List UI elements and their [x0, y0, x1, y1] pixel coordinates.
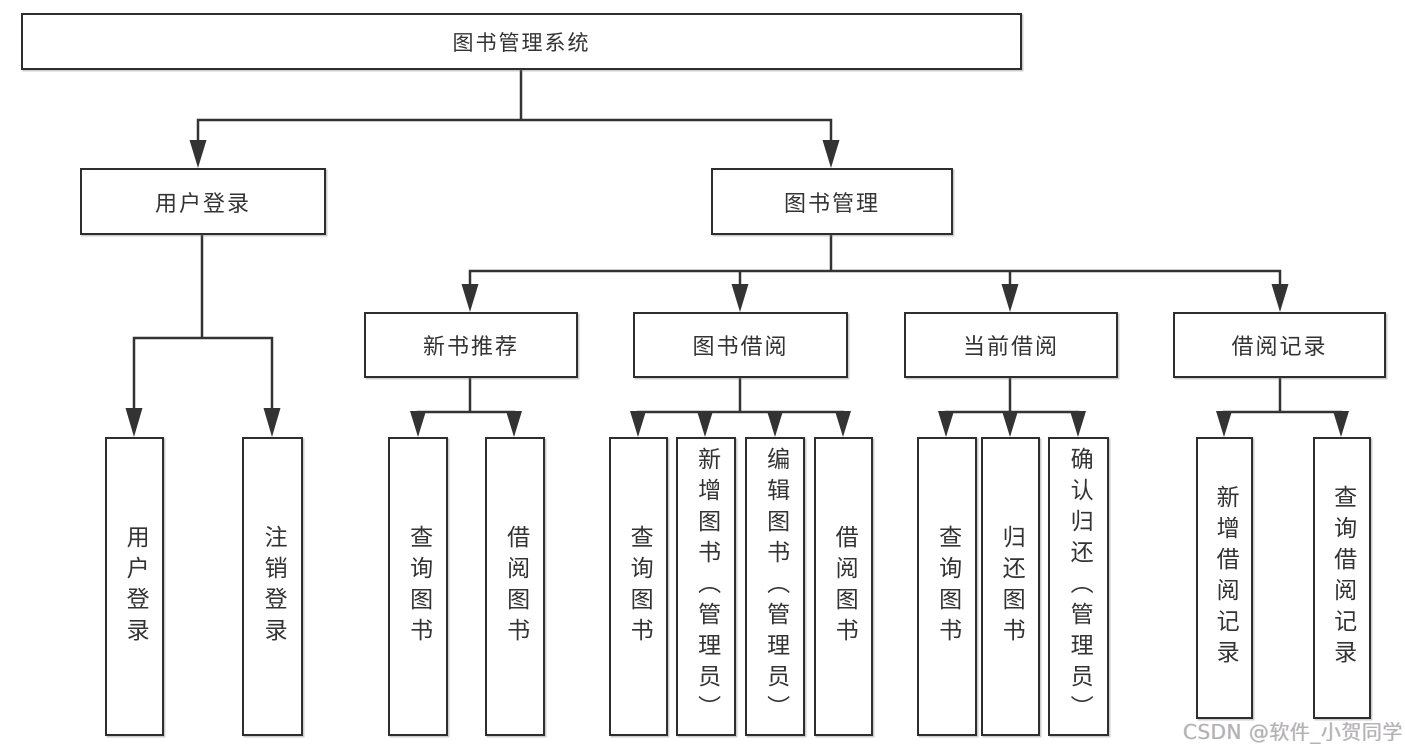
leaf-return-book: 归还图书 — [981, 437, 1040, 736]
node-current-borrow-label: 当前借阅 — [962, 335, 1059, 360]
leaf-query-books-recommend: 查询图书 — [388, 437, 448, 736]
leaf-query-books-current-label: 查询图书 — [934, 524, 961, 649]
leaf-borrow-books: 借阅图书 — [814, 437, 873, 736]
leaf-query-borrow-record: 查询借阅记录 — [1313, 437, 1371, 719]
leaf-add-borrow-record: 新增借阅记录 — [1196, 437, 1253, 719]
leaf-return-book-label: 归还图书 — [998, 524, 1025, 649]
leaf-borrow-books-label: 借阅图书 — [831, 524, 858, 649]
node-book-management: 图书管理 — [711, 168, 953, 235]
leaf-edit-book-admin-label: 编辑图书（管理员） — [762, 447, 789, 726]
node-book-borrow: 图书借阅 — [633, 312, 848, 378]
node-current-borrow: 当前借阅 — [904, 312, 1118, 378]
node-root: 图书管理系统 — [21, 13, 1022, 70]
node-book-borrow-label: 图书借阅 — [692, 335, 789, 360]
node-user-login-label: 用户登录 — [154, 191, 251, 217]
node-borrow-records: 借阅记录 — [1173, 312, 1386, 378]
leaf-confirm-return-admin: 确认归还（管理员） — [1048, 437, 1109, 736]
leaf-query-books-recommend-label: 查询图书 — [405, 524, 432, 649]
leaf-logout: 注销登录 — [242, 437, 303, 736]
leaf-query-books-current: 查询图书 — [917, 437, 977, 736]
node-new-book-recommend-label: 新书推荐 — [422, 335, 519, 360]
leaf-logout-label: 注销登录 — [260, 524, 287, 649]
leaf-add-book-admin: 新增图书（管理员） — [676, 437, 736, 736]
leaf-query-books-borrow-label: 查询图书 — [626, 524, 653, 649]
leaf-confirm-return-admin-label: 确认归还（管理员） — [1066, 447, 1093, 726]
node-new-book-recommend: 新书推荐 — [364, 312, 578, 378]
watermark: CSDN @软件_小贺同学 — [1183, 720, 1403, 744]
leaf-add-borrow-record-label: 新增借阅记录 — [1212, 485, 1239, 671]
leaf-user-login: 用户登录 — [105, 437, 164, 736]
node-borrow-records-label: 借阅记录 — [1231, 335, 1328, 360]
leaf-user-login-label: 用户登录 — [122, 524, 149, 649]
leaf-add-book-admin-label: 新增图书（管理员） — [693, 447, 720, 726]
node-user-login: 用户登录 — [80, 168, 326, 235]
leaf-query-borrow-record-label: 查询借阅记录 — [1329, 485, 1356, 671]
leaf-edit-book-admin: 编辑图书（管理员） — [745, 437, 805, 736]
leaf-query-books-borrow: 查询图书 — [609, 437, 668, 736]
leaf-borrow-books-recommend: 借阅图书 — [485, 437, 545, 736]
node-book-management-label: 图书管理 — [783, 191, 880, 217]
leaf-borrow-books-recommend-label: 借阅图书 — [502, 524, 529, 649]
node-root-label: 图书管理系统 — [452, 30, 591, 55]
